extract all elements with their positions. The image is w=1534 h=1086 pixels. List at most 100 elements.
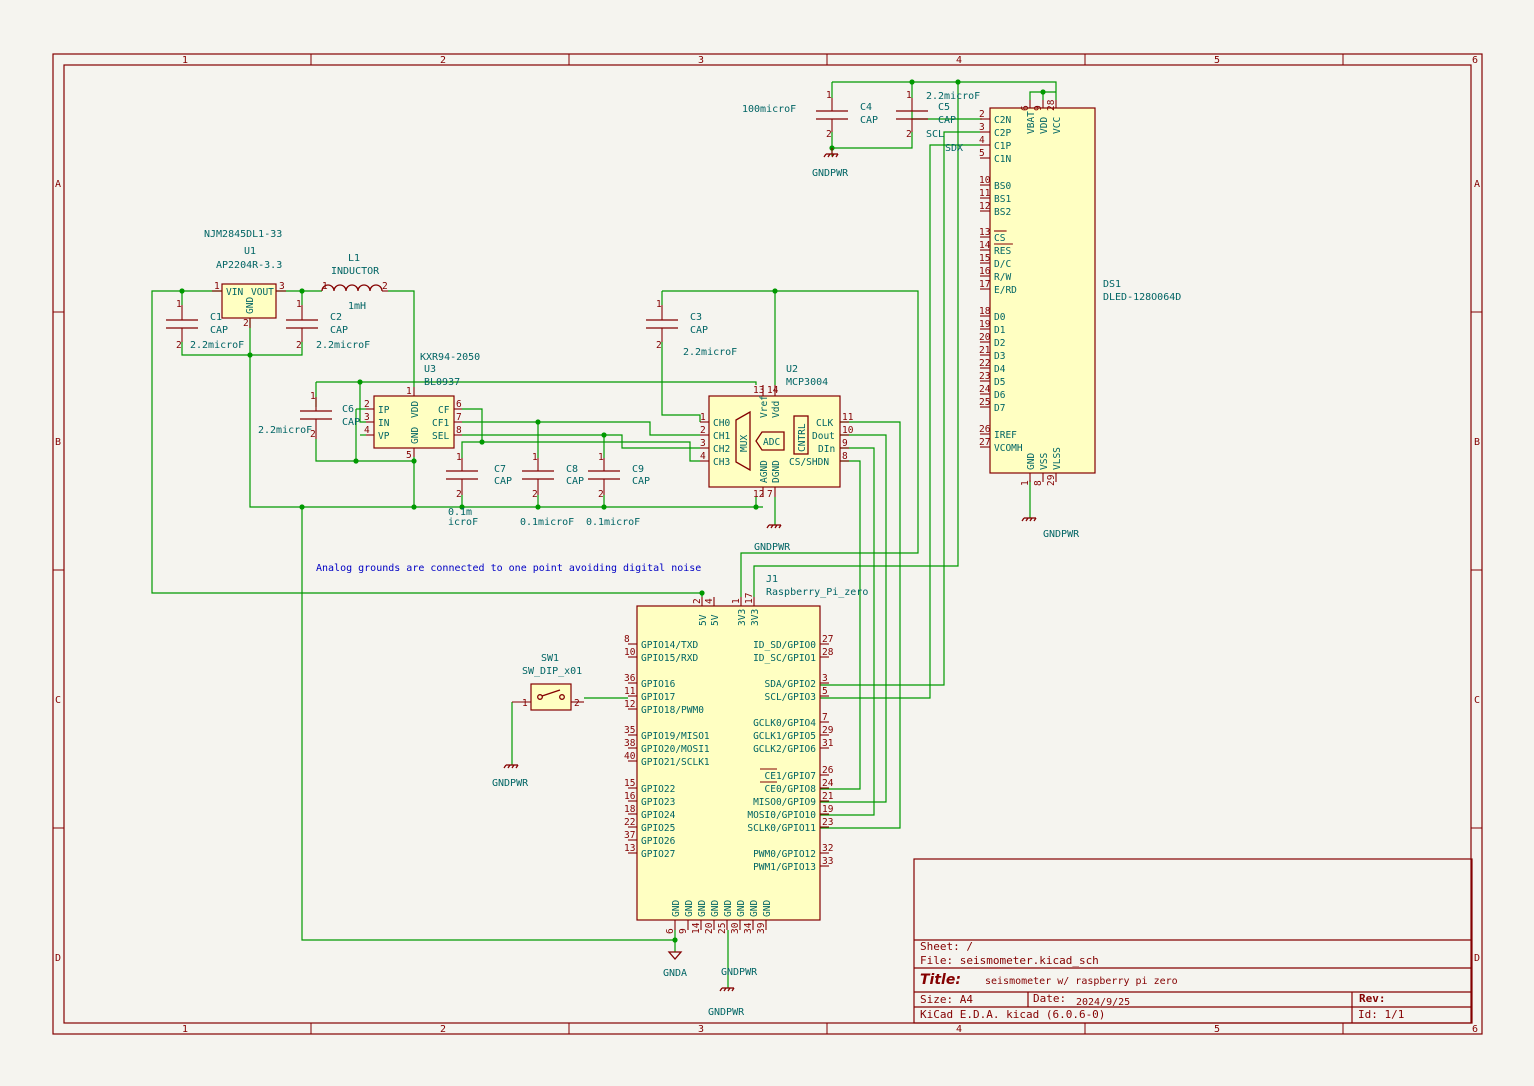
u1-pin-vout: VOUT xyxy=(251,287,274,298)
svg-text:2: 2 xyxy=(826,129,832,140)
svg-text:GNDPWR: GNDPWR xyxy=(721,967,758,978)
svg-text:CH3: CH3 xyxy=(713,457,730,468)
svg-text:1: 1 xyxy=(522,698,528,709)
svg-text:40: 40 xyxy=(624,751,636,762)
u1-mpn: NJM2845DL1-33 xyxy=(204,229,282,240)
j1-pin-label: GPIO17 xyxy=(641,692,675,703)
svg-text:DIn: DIn xyxy=(818,444,835,455)
u2-adc[interactable]: 1 2 3 4 11 10 9 8 13 14 12 7 CH0 CH1 CH2… xyxy=(700,364,854,500)
ds1-pin-label: CS xyxy=(994,233,1006,244)
j1-pin-label: ID_SC/GPIO1 xyxy=(753,653,816,664)
ds1-pin-label: VBAT xyxy=(1026,111,1037,134)
c1-capacitor[interactable]: 1 2 C1 CAP 2.2microF xyxy=(166,299,244,351)
sw1-dip-switch[interactable]: 1 2 SW1 SW_DIP_x01 xyxy=(512,653,584,711)
c2-ref: C2 xyxy=(330,312,342,323)
svg-text:18: 18 xyxy=(979,306,991,317)
svg-text:4: 4 xyxy=(700,451,706,462)
col-label: 2 xyxy=(440,1024,446,1035)
c8-ref: C8 xyxy=(566,464,578,475)
c4-ref: C4 xyxy=(860,102,872,113)
j1-pin-label: GPIO26 xyxy=(641,836,676,847)
svg-text:3: 3 xyxy=(279,281,285,292)
svg-text:8: 8 xyxy=(456,425,462,436)
j1-value: Raspberry_Pi_zero xyxy=(766,587,868,598)
j1-pin-label: CE1/GPIO7 xyxy=(765,771,816,782)
svg-text:23: 23 xyxy=(822,817,833,828)
j1-pin-label: GCLK2/GPIO6 xyxy=(753,744,816,755)
col-label: 3 xyxy=(698,1024,704,1035)
svg-text:GNDPWR: GNDPWR xyxy=(1043,529,1080,540)
c9-extra: 0.1microF xyxy=(586,517,640,528)
c6-capacitor[interactable]: 1 2 C6 CAP 2.2microF xyxy=(258,391,360,440)
svg-text:2: 2 xyxy=(532,489,538,500)
j1-pin-label: GND xyxy=(671,900,682,917)
u3-value: BL0937 xyxy=(424,377,460,388)
svg-text:CNTRL: CNTRL xyxy=(797,423,808,452)
j1-pin-label: GPIO16 xyxy=(641,679,676,690)
c6-ref: C6 xyxy=(342,404,354,415)
c3-capacitor[interactable]: 1 2 C3 CAP 2.2microF xyxy=(646,299,737,358)
ds1-pin-label: C2P xyxy=(994,128,1011,139)
svg-text:8: 8 xyxy=(842,451,848,462)
tb-size: Size: A4 xyxy=(920,993,973,1006)
svg-text:3: 3 xyxy=(364,412,370,423)
svg-text:Vref: Vref xyxy=(759,395,770,418)
c1-extra: 2.2microF xyxy=(190,340,244,351)
col-label: 1 xyxy=(182,55,188,66)
svg-text:22: 22 xyxy=(979,358,990,369)
ds1-pin-label: R/W xyxy=(994,272,1011,283)
svg-text:2: 2 xyxy=(692,598,703,604)
svg-text:31: 31 xyxy=(822,738,834,749)
u3-accelerometer[interactable]: 2 3 4 6 7 8 1 5 IP IN VP CF CF1 SEL VDD … xyxy=(364,352,480,461)
c9-ref: C9 xyxy=(632,464,644,475)
j1-pin-label: GPIO14/TXD xyxy=(641,640,698,651)
svg-text:12: 12 xyxy=(979,201,990,212)
c5-capacitor[interactable]: 1 2 C5 CAP 2.2microF xyxy=(896,90,980,140)
ds1-pin-label: VDD xyxy=(1039,117,1050,134)
svg-text:20: 20 xyxy=(704,922,715,934)
c7-ref: C7 xyxy=(494,464,506,475)
ds1-pin-label: D4 xyxy=(994,364,1006,375)
c9-capacitor[interactable]: 1 2 C9 CAP 0.1microF xyxy=(586,452,650,528)
svg-text:1: 1 xyxy=(598,452,604,463)
tb-title-value: seismometer w/ raspberry pi zero xyxy=(985,976,1178,987)
svg-text:39: 39 xyxy=(756,922,767,934)
l1-inductor[interactable]: 1 2 L1 INDUCTOR 1mH xyxy=(321,253,388,312)
svg-text:29: 29 xyxy=(1046,474,1057,486)
c2-capacitor[interactable]: 1 2 C2 CAP 2.2microF xyxy=(286,299,370,351)
svg-text:DGND: DGND xyxy=(771,460,782,483)
svg-text:24: 24 xyxy=(979,384,991,395)
net-label-sdx: SDX xyxy=(945,143,963,154)
svg-text:9: 9 xyxy=(1033,105,1044,111)
c7-capacitor[interactable]: 1 2 C7 CAP 0.1m icroF xyxy=(446,452,512,528)
row-label: C xyxy=(1474,695,1480,706)
j1-pin-label: GND xyxy=(749,900,760,917)
svg-text:MUX: MUX xyxy=(739,435,750,452)
svg-text:24: 24 xyxy=(822,778,834,789)
col-label: 3 xyxy=(698,55,704,66)
col-label: 5 xyxy=(1214,1024,1220,1035)
svg-text:25: 25 xyxy=(717,923,728,934)
svg-text:23: 23 xyxy=(979,371,990,382)
ds1-pin-label: IREF xyxy=(994,430,1017,441)
col-label: 4 xyxy=(956,1024,962,1035)
ds1-pin-label: C1P xyxy=(994,141,1011,152)
svg-text:15: 15 xyxy=(624,778,635,789)
c8-capacitor[interactable]: 1 2 C8 CAP 0.1microF xyxy=(520,452,584,528)
svg-text:GNDA: GNDA xyxy=(663,968,687,979)
tb-tool: KiCad E.D.A. kicad (6.0.6-0) xyxy=(920,1008,1105,1021)
svg-text:IN: IN xyxy=(378,418,390,429)
j1-pin-label: GPIO18/PWM0 xyxy=(641,705,704,716)
tb-date-value: 2024/9/25 xyxy=(1076,997,1130,1008)
svg-text:28: 28 xyxy=(822,647,834,658)
svg-text:13: 13 xyxy=(753,385,764,396)
c4-capacitor[interactable]: 1 2 C4 CAP 100microF xyxy=(742,90,878,140)
ds1-oled-display[interactable]: 2C2N3C2P4C1P5C1N10BS011BS112BS213CS14RES… xyxy=(979,99,1181,486)
ds1-value: DLED-128O064D xyxy=(1103,292,1181,303)
c1-value: CAP xyxy=(210,325,228,336)
svg-text:19: 19 xyxy=(822,804,834,815)
u1-regulator[interactable]: 1 3 2 VIN VOUT GND U1 NJM2845DL1-33 AP22… xyxy=(204,229,286,329)
svg-text:1: 1 xyxy=(532,452,538,463)
j1-raspberry-pi[interactable]: 8GPIO14/TXD10GPIO15/RXD36GPIO1611GPIO171… xyxy=(624,574,868,934)
svg-text:7: 7 xyxy=(767,489,773,500)
